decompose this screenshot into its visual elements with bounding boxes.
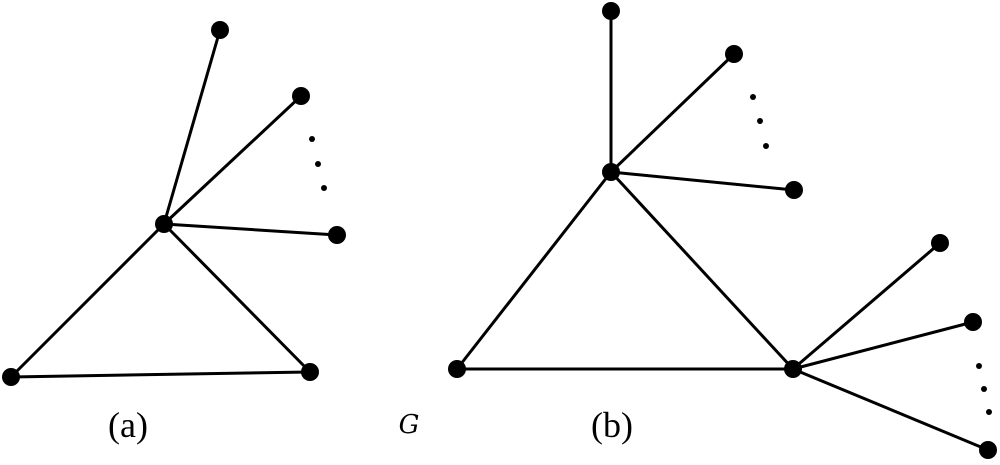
graph-label-g: G (399, 410, 420, 440)
ellipsis-dot (309, 136, 315, 142)
node-b-top-leaf-2 (725, 45, 743, 63)
edge-b-top-hub-top-leaf-3 (609, 170, 796, 192)
ellipsis-dot (757, 118, 763, 124)
node-b-right-leaf-1 (931, 234, 949, 252)
edge-b-right-hub-right-leaf-1 (791, 241, 942, 371)
ellipsis-dot (981, 386, 987, 392)
edge-b-top-hub-left (455, 170, 613, 371)
edge-b-top-hub-right-hub (609, 170, 795, 371)
ellipsis-a (309, 136, 327, 191)
node-b-top-leaf-1 (602, 2, 620, 20)
ellipsis-dot (750, 94, 756, 100)
node-a-left (2, 368, 20, 386)
edge-a-hub-leaf-2 (162, 94, 303, 226)
node-a-right (301, 363, 319, 381)
node-a-hub (155, 215, 173, 233)
node-b-top-leaf-3 (785, 181, 803, 199)
ellipsis-dot (976, 363, 982, 369)
edge-b-top-hub-top-leaf-2 (609, 52, 736, 174)
node-b-right-hub (784, 360, 802, 378)
node-a-leaf-3 (328, 226, 346, 244)
edge-a-left-right (9, 370, 312, 379)
edge-a-hub-leaf-3 (162, 222, 339, 237)
edge-b-right-hub-right-leaf-3 (791, 367, 990, 452)
caption-b: (b) (591, 405, 633, 445)
edge-a-hub-right (162, 222, 312, 374)
ellipsis-dot (986, 409, 992, 415)
node-b-left (448, 360, 466, 378)
ellipsis-b-right (976, 363, 992, 415)
caption-a: (a) (108, 405, 148, 445)
ellipsis-b-top (750, 94, 769, 149)
node-b-right-leaf-3 (979, 441, 997, 459)
ellipsis-dot (315, 161, 321, 167)
edge-a-hub-leaf-1 (162, 28, 222, 226)
graph-b (448, 2, 997, 459)
ellipsis-dot (321, 185, 327, 191)
node-b-top-hub (602, 163, 620, 181)
graph-a (2, 21, 346, 386)
edge-a-hub-left (9, 222, 166, 379)
edge-b-right-hub-right-leaf-2 (791, 320, 975, 371)
node-b-right-leaf-2 (964, 313, 982, 331)
node-a-leaf-2 (292, 87, 310, 105)
node-a-leaf-1 (211, 21, 229, 39)
ellipsis-dot (763, 143, 769, 149)
